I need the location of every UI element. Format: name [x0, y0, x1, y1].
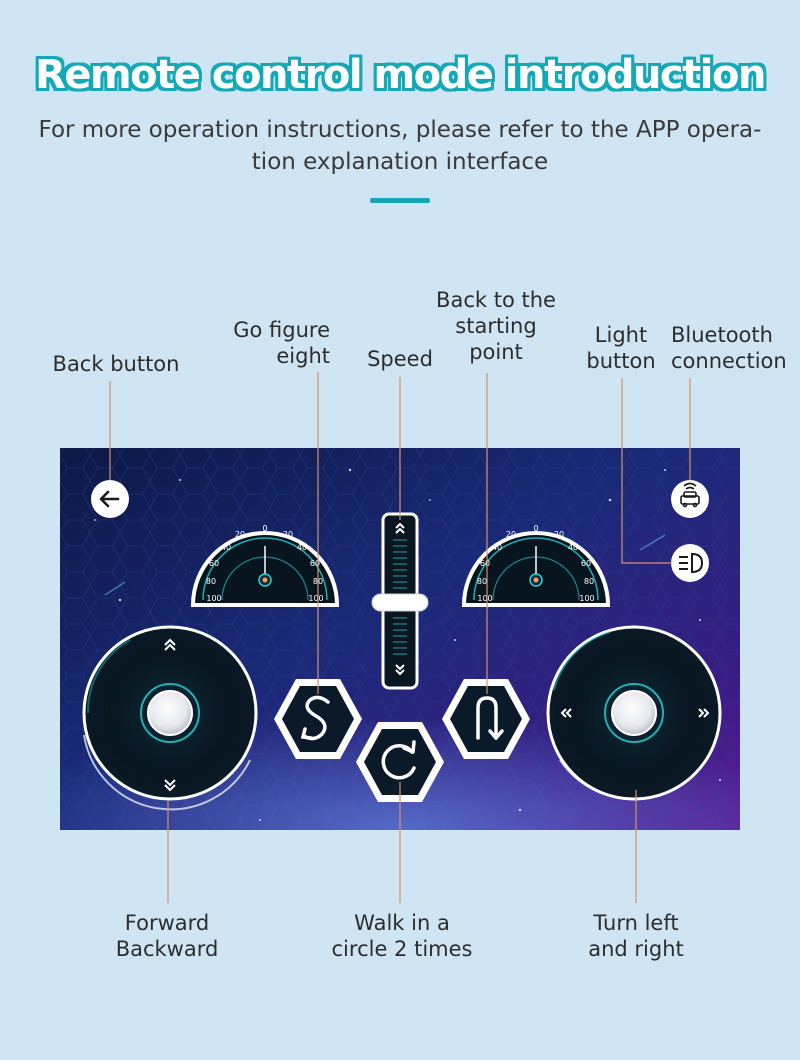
chevron-up-icon [164, 638, 176, 651]
page-title: Remote control mode introduction [35, 52, 766, 98]
forward-backward-joystick[interactable] [82, 625, 258, 811]
gauge-tick: 100 [477, 594, 492, 603]
chevron-right-icon [698, 708, 710, 718]
u-turn-icon [476, 696, 504, 740]
label-bluetooth: Bluetooth connection [671, 323, 787, 373]
gauge-tick: 100 [308, 594, 323, 603]
label-forward-backward: Forward Backward [115, 911, 219, 961]
s-curve-icon [300, 695, 330, 741]
circle-walk-button[interactable] [356, 722, 444, 802]
gauge-tick: 60 [480, 559, 490, 568]
subtitle-line-2: tion explanation interface [251, 149, 549, 175]
gauge-tick: 40 [221, 543, 231, 552]
gauge-tick: 80 [206, 577, 216, 586]
back-to-start-button[interactable] [442, 679, 530, 759]
bluetooth-button[interactable] [671, 480, 709, 518]
bluetooth-car-icon [680, 482, 700, 508]
gauge-tick: 20 [235, 530, 245, 539]
leader-lines [109, 372, 691, 903]
gauge-tick: 0 [533, 524, 538, 533]
chevron-down-icon [164, 779, 176, 792]
gauge-tick: 80 [477, 577, 487, 586]
label-circle: Walk in a circle 2 times [331, 911, 473, 961]
circular-arrow-icon [381, 740, 416, 780]
chevron-left-icon [560, 708, 572, 718]
right-speedometer: 0 20 20 40 40 60 60 80 80 100 100 [461, 524, 611, 607]
joystick-knob[interactable] [611, 690, 657, 736]
gauge-tick: 100 [206, 594, 221, 603]
gauge-tick: 60 [310, 559, 320, 568]
gauge-tick: 20 [554, 530, 564, 539]
label-light-button: Light button [586, 323, 656, 373]
headlight-icon [679, 552, 704, 574]
speed-slider-thumb[interactable] [371, 593, 429, 612]
gauge-tick: 40 [568, 543, 578, 552]
subtitle-line-1: For more operation instructions, please … [38, 117, 762, 143]
label-figure-eight: Go figure eight [233, 318, 330, 368]
label-turn: Turn left and right [588, 911, 684, 961]
arrow-left-icon [99, 490, 120, 508]
gauge-tick: 20 [506, 530, 516, 539]
left-speedometer: 0 20 20 40 40 60 60 80 80 100 100 [190, 524, 340, 607]
gauge-tick: 80 [584, 577, 594, 586]
figure-eight-button[interactable] [274, 679, 362, 759]
light-button[interactable] [671, 544, 709, 582]
gauge-tick: 20 [283, 530, 293, 539]
label-back-button: Back button [52, 352, 180, 376]
gauge-tick: 40 [492, 543, 502, 552]
chevron-down-icon [395, 664, 405, 676]
back-button[interactable] [91, 480, 129, 518]
gauge-tick: 40 [297, 543, 307, 552]
gauge-tick: 60 [209, 559, 219, 568]
accent-divider [370, 198, 430, 203]
turn-joystick[interactable] [546, 625, 722, 801]
chevron-up-icon [395, 522, 405, 534]
gauge-tick: 60 [581, 559, 591, 568]
label-back-to-start: Back to the starting point [436, 288, 556, 364]
gauge-tick: 0 [262, 524, 267, 533]
joystick-knob[interactable] [147, 690, 193, 736]
page-subtitle: For more operation instructions, please … [20, 114, 780, 178]
gauge-tick: 100 [579, 594, 594, 603]
label-speed: Speed [367, 347, 433, 371]
